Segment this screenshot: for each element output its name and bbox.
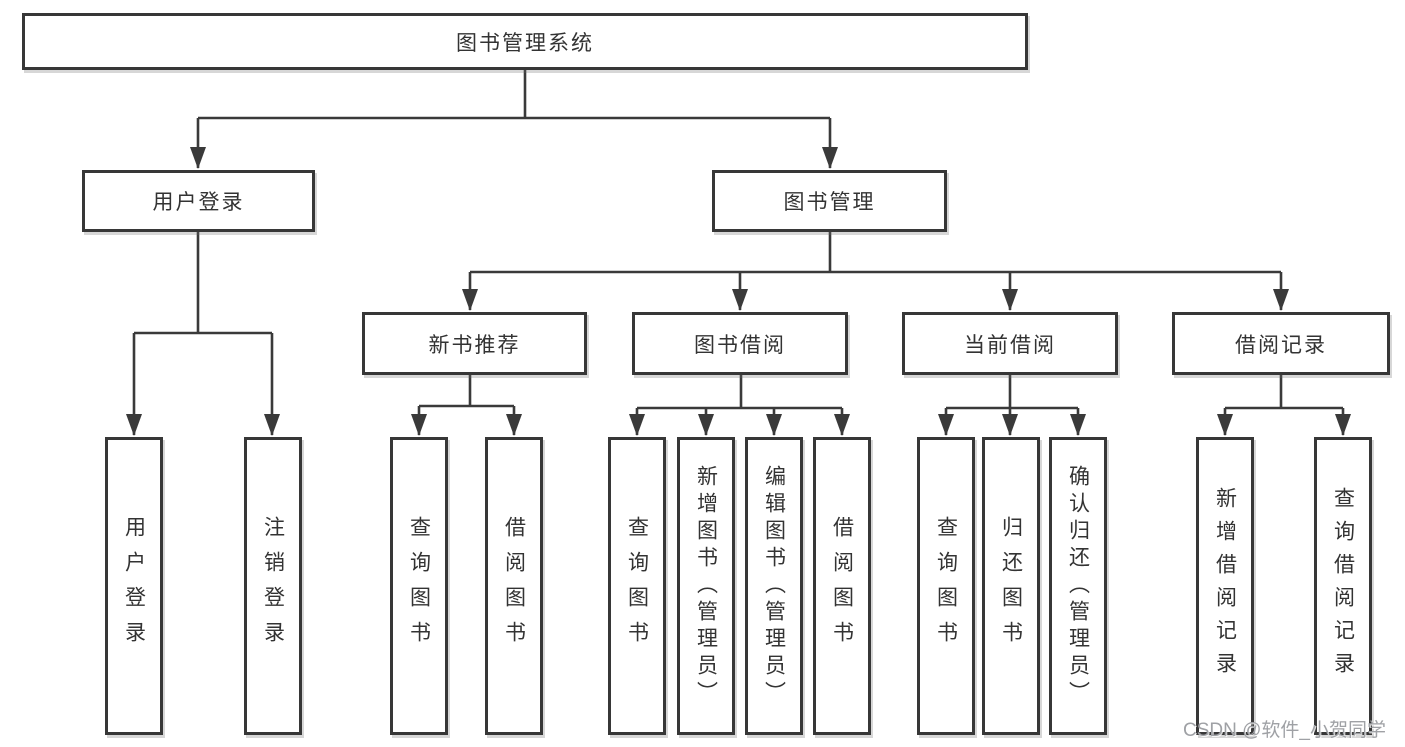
leaf-logout: 注销登录	[244, 437, 302, 735]
leaf-edit-book-admin: 编辑图书（管理员）	[745, 437, 803, 735]
leaf-add-borrow-record: 新增借阅记录	[1196, 437, 1254, 735]
leaf-borrow-book: 借阅图书	[813, 437, 871, 735]
leaf-confirm-return-admin: 确认归还（管理员）	[1049, 437, 1107, 735]
node-book-management-label: 图书管理	[783, 191, 876, 214]
leaf-logout-label: 注销登录	[261, 516, 285, 656]
leaf-return-book-label: 归还图书	[999, 516, 1023, 656]
leaf-query-book-borrow-label: 查询图书	[625, 516, 649, 656]
leaf-query-book-current-label: 查询图书	[934, 516, 958, 656]
node-book-borrow-label: 图书借阅	[694, 333, 786, 357]
leaf-confirm-return-admin-label: 确认归还（管理员）	[1066, 464, 1090, 708]
leaf-return-book: 归还图书	[982, 437, 1040, 735]
node-user-login-label: 用户登录	[152, 191, 245, 214]
leaf-query-borrow-record-label: 查询借阅记录	[1331, 487, 1355, 685]
leaf-query-book-recommend: 查询图书	[390, 437, 448, 735]
node-book-management: 图书管理	[712, 170, 947, 232]
node-current-borrow-label: 当前借阅	[964, 333, 1056, 357]
node-root-label: 图书管理系统	[456, 31, 594, 55]
node-book-borrow: 图书借阅	[632, 312, 848, 375]
node-current-borrow: 当前借阅	[902, 312, 1118, 375]
leaf-query-book-recommend-label: 查询图书	[407, 516, 431, 656]
leaf-borrow-book-recommend: 借阅图书	[485, 437, 543, 735]
leaf-user-login-label: 用户登录	[122, 516, 146, 656]
leaf-add-book-admin: 新增图书（管理员）	[677, 437, 735, 735]
leaf-query-book-borrow: 查询图书	[608, 437, 666, 735]
leaf-query-book-current: 查询图书	[917, 437, 975, 735]
node-user-login: 用户登录	[82, 170, 315, 232]
node-new-book-recommend-label: 新书推荐	[428, 333, 521, 357]
leaf-borrow-book-recommend-label: 借阅图书	[502, 516, 526, 656]
leaf-add-borrow-record-label: 新增借阅记录	[1213, 487, 1237, 685]
node-new-book-recommend: 新书推荐	[362, 312, 587, 375]
leaf-edit-book-admin-label: 编辑图书（管理员）	[762, 464, 786, 708]
node-borrow-record-label: 借阅记录	[1235, 333, 1327, 357]
csdn-watermark: CSDN @软件_小贺同学	[1183, 720, 1386, 741]
leaf-user-login: 用户登录	[105, 437, 163, 735]
leaf-query-borrow-record: 查询借阅记录	[1314, 437, 1372, 735]
leaf-borrow-book-label: 借阅图书	[830, 516, 854, 656]
leaf-add-book-admin-label: 新增图书（管理员）	[694, 464, 718, 708]
node-root-system: 图书管理系统	[22, 13, 1028, 70]
node-borrow-record: 借阅记录	[1172, 312, 1390, 375]
